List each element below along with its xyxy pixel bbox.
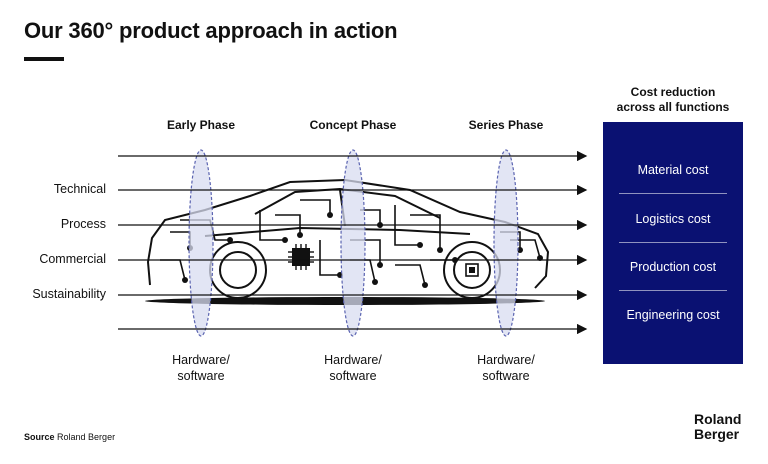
cost-separator bbox=[619, 193, 727, 194]
cost-panel-heading: Cost reduction across all functions bbox=[616, 85, 730, 114]
cost-separator bbox=[619, 242, 727, 243]
cost-item-material: Material cost bbox=[637, 163, 709, 177]
cost-item-engineering: Engineering cost bbox=[626, 308, 720, 322]
phase-label-series: Series Phase bbox=[468, 118, 544, 132]
title-underline bbox=[24, 57, 64, 61]
row-label-commercial: Commercial bbox=[39, 252, 106, 266]
phase-ellipse-early bbox=[188, 149, 214, 337]
cost-panel: Material cost Logistics cost Production … bbox=[603, 122, 743, 364]
row-label-technical: Technical bbox=[53, 182, 106, 196]
phase-label-early: Early Phase bbox=[166, 118, 236, 132]
phase-footer-concept: Hardware/ software bbox=[324, 353, 382, 383]
cost-item-production: Production cost bbox=[629, 260, 717, 274]
arrows bbox=[118, 150, 588, 335]
cost-item-logistics: Logistics cost bbox=[635, 212, 711, 226]
page-title: Our 360° product approach in action bbox=[24, 18, 398, 43]
phase-ellipse-series bbox=[493, 149, 519, 337]
phase-footer-early: Hardware/ software bbox=[172, 353, 230, 383]
phase-footer-series: Hardware/ software bbox=[477, 353, 535, 383]
cost-separator bbox=[619, 290, 727, 291]
phase-ellipse-concept bbox=[340, 149, 366, 337]
row-label-sustainability: Sustainability bbox=[32, 287, 106, 301]
front-wheel bbox=[209, 241, 267, 299]
circuit-nodes bbox=[182, 212, 543, 288]
chip-icon-rear bbox=[465, 263, 479, 277]
row-label-process: Process bbox=[60, 217, 106, 231]
phase-label-concept: Concept Phase bbox=[309, 118, 397, 132]
chip-icon bbox=[288, 244, 314, 270]
brand-logo: Roland Berger bbox=[694, 411, 742, 442]
source-note: Source Roland Berger bbox=[24, 432, 116, 442]
